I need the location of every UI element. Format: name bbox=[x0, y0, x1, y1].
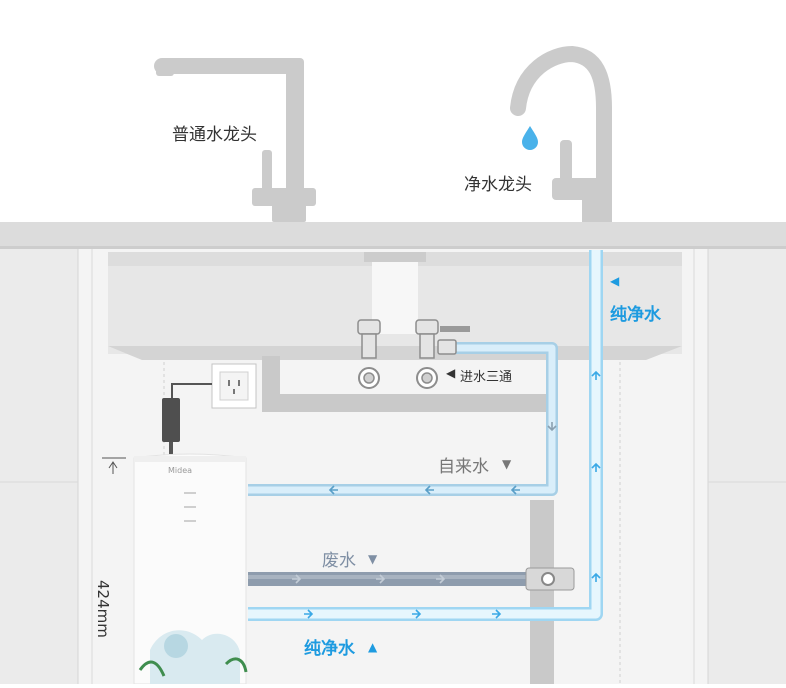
purified-water-top-arrow: ◀ bbox=[610, 274, 620, 288]
purified-faucet-label: 净水龙头 bbox=[464, 175, 532, 195]
arrow-icon bbox=[591, 462, 601, 472]
countertop bbox=[0, 222, 786, 248]
power-socket-icon bbox=[162, 363, 257, 454]
arrow-icon bbox=[424, 485, 434, 495]
arrow-icon bbox=[292, 574, 302, 584]
arrow-icon bbox=[328, 485, 338, 495]
arrow-icon bbox=[591, 572, 601, 582]
water-purifier-unit bbox=[133, 453, 248, 685]
purified-water-top-label: 纯净水 bbox=[610, 305, 661, 325]
arrow-icon bbox=[510, 485, 520, 495]
arrow-icon bbox=[436, 574, 446, 584]
arrow-icon bbox=[412, 609, 422, 619]
angle-valves bbox=[357, 319, 470, 389]
tap-water-label: 自来水 bbox=[438, 457, 489, 477]
tap-water-direction-icon: ▼ bbox=[502, 457, 512, 471]
tap-water-pipe bbox=[248, 342, 558, 496]
waste-water-pipe bbox=[248, 567, 575, 591]
arrow-icon bbox=[304, 609, 314, 619]
brand-logo: Midea bbox=[168, 466, 193, 475]
purified-water-bottom-label: 纯净水 bbox=[304, 639, 355, 659]
drain-pipe bbox=[262, 356, 554, 684]
flow-arrows bbox=[292, 370, 601, 619]
waste-water-label: 废水 bbox=[322, 551, 356, 571]
purified-faucet bbox=[510, 45, 612, 230]
normal-faucet-label: 普通水龙头 bbox=[172, 125, 257, 145]
arrow-icon bbox=[492, 609, 502, 619]
normal-faucet bbox=[154, 58, 316, 222]
purified-water-bottom-direction-icon: ▲ bbox=[368, 640, 378, 654]
waste-water-direction-icon: ▼ bbox=[368, 552, 378, 566]
water-drop-icon bbox=[522, 126, 538, 150]
inlet-tee-marker: ◀ bbox=[446, 366, 456, 380]
arrow-icon bbox=[591, 370, 601, 380]
height-dimension-line bbox=[102, 457, 126, 474]
height-dimension-label: 424mm bbox=[94, 580, 112, 638]
arrow-icon bbox=[547, 422, 557, 432]
arrow-icon bbox=[376, 574, 386, 584]
inlet-tee-label: 进水三通 bbox=[460, 370, 513, 385]
